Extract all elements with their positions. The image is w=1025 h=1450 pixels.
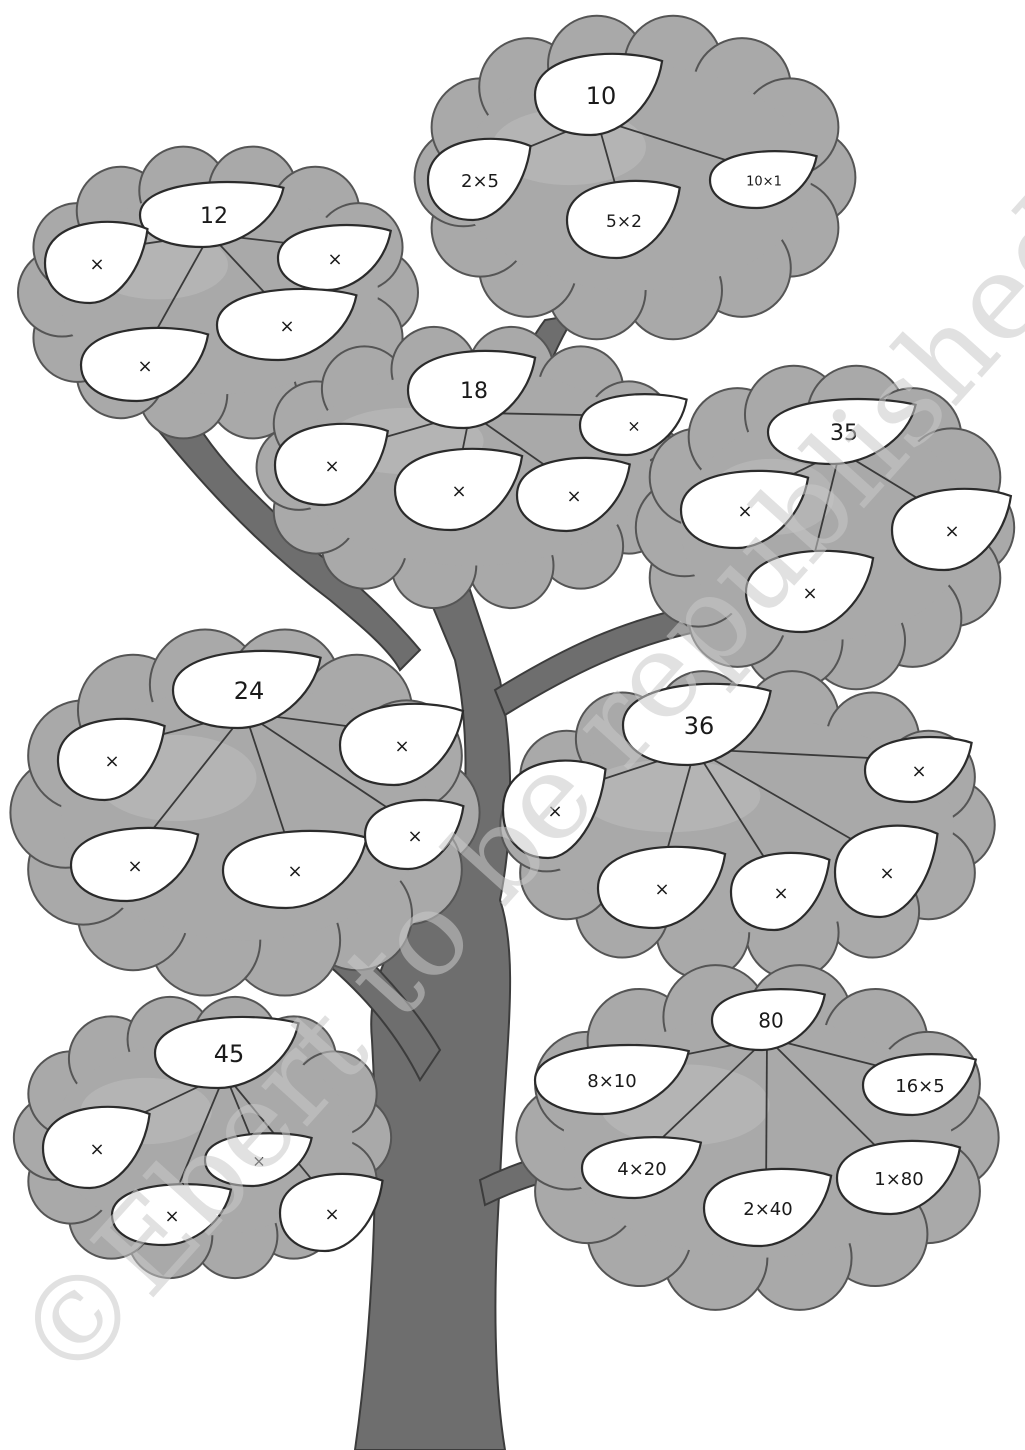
- factor-pair-text: ×: [566, 486, 581, 507]
- factor-pair-text: ×: [394, 736, 409, 757]
- factor-pair-text: ×: [911, 761, 926, 782]
- factor-pair-text: ×: [773, 883, 788, 904]
- factor-pair-text: ×: [279, 316, 294, 337]
- factor-pair-text: ×: [287, 861, 302, 882]
- root-number: 10: [586, 82, 617, 110]
- factor-pair-text: ×: [654, 879, 669, 900]
- root-number: 80: [758, 1009, 783, 1033]
- factor-pair-text: 5×2: [606, 212, 642, 232]
- factor-pair-text: 8×10: [587, 1071, 636, 1092]
- factor-pair-text: ×: [324, 1204, 339, 1225]
- factor-pair-text: 4×20: [617, 1159, 666, 1180]
- factor-pair-text: ×: [627, 417, 640, 436]
- factor-pair-text: ×: [104, 751, 119, 772]
- factor-pair-text: 10×1: [746, 175, 782, 190]
- factor-pair-text: 1×80: [874, 1169, 923, 1190]
- root-number: 18: [460, 379, 488, 404]
- factor-pair-text: ×: [944, 521, 959, 542]
- factor-pair-text: ×: [89, 254, 104, 275]
- factor-pair-text: ×: [327, 249, 342, 270]
- factor-pair-text: ×: [324, 456, 339, 477]
- root-number: 12: [200, 204, 228, 229]
- factor-pair-text: 16×5: [895, 1076, 944, 1097]
- factor-pair-text: ×: [137, 356, 152, 377]
- root-number: 24: [234, 677, 265, 705]
- factor-pair-text: ×: [89, 1139, 104, 1160]
- factor-pair-text: ×: [451, 481, 466, 502]
- factor-pair-text: 2×40: [743, 1199, 792, 1220]
- factor-pair-text: 2×5: [461, 171, 499, 192]
- factor-pair-text: ×: [879, 863, 894, 884]
- factor-pair-text: ×: [127, 856, 142, 877]
